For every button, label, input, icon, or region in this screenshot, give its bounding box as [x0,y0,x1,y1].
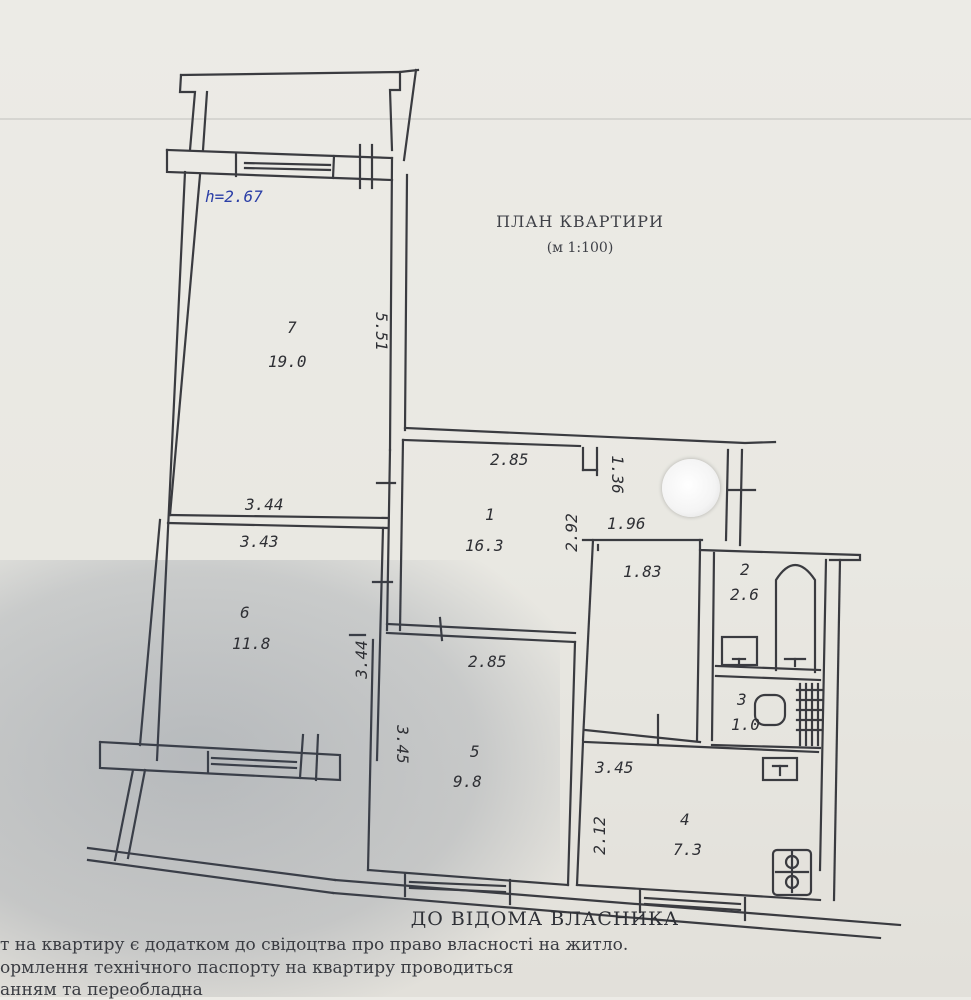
dim-r4-depth: 2.12 [589,816,609,855]
dim-r4-width: 3.45 [595,758,634,777]
plan-scale: (м 1:100) [546,240,614,256]
room-5-area: 9.8 [453,772,482,791]
footer-line-3: анням та переобладна [0,980,203,1000]
room-5-walls [331,638,902,940]
photo-marker-circle [662,459,720,517]
room-1-area: 16.3 [465,536,504,555]
room-1-number: 1 [485,505,495,524]
room-4-number: 4 [680,810,690,829]
bottom-balcony [86,733,342,895]
bath-wc-walls [695,538,862,902]
dim-hall-depth: 1.83 [623,562,662,581]
room-7-number: 7 [287,318,297,337]
room-1-walls [371,426,777,644]
hall-walls [581,448,757,747]
room-6-number: 6 [240,603,250,622]
room-4-area: 7.3 [673,840,702,859]
dim-r6-width: 3.43 [240,532,279,551]
dim-r7-depth: 5.51 [371,312,391,351]
paper-fold-line [0,118,971,120]
ceiling-height-note: h=2.67 [205,187,263,206]
room-7-walls [155,143,409,762]
footer-line-1: т на квартиру є додатком до свідоцтва пр… [0,935,629,955]
room-4-walls [575,740,822,922]
room-6-area: 11.8 [232,634,271,653]
room-6-walls [138,518,385,762]
room-2-area: 2.6 [730,585,759,604]
plan-title: ПЛАН КВАРТИРИ [496,212,664,231]
room-3-number: 3 [737,690,747,709]
room-3-area: 1.0 [731,715,760,734]
footer-title: ДО ВІДОМА ВЛАСНИКА [410,908,680,930]
dim-r1-niche: 1.36 [607,455,627,494]
room-2-number: 2 [740,560,750,579]
dim-r5-width: 2.85 [468,652,507,671]
dim-r1-depth: 2.92 [561,513,581,552]
dim-hall-width: 1.96 [607,514,646,533]
footer-line-2: ормлення технічного паспорту на квартиру… [0,958,514,978]
dim-r7-width: 3.44 [245,495,284,514]
dim-r1-width: 2.85 [490,450,529,469]
dim-r6-depth: 3.44 [351,640,371,679]
dim-r5-depth: 3.45 [392,725,412,764]
top-balcony [178,68,420,162]
room-7-area: 19.0 [268,352,307,371]
room-5-number: 5 [470,742,480,761]
